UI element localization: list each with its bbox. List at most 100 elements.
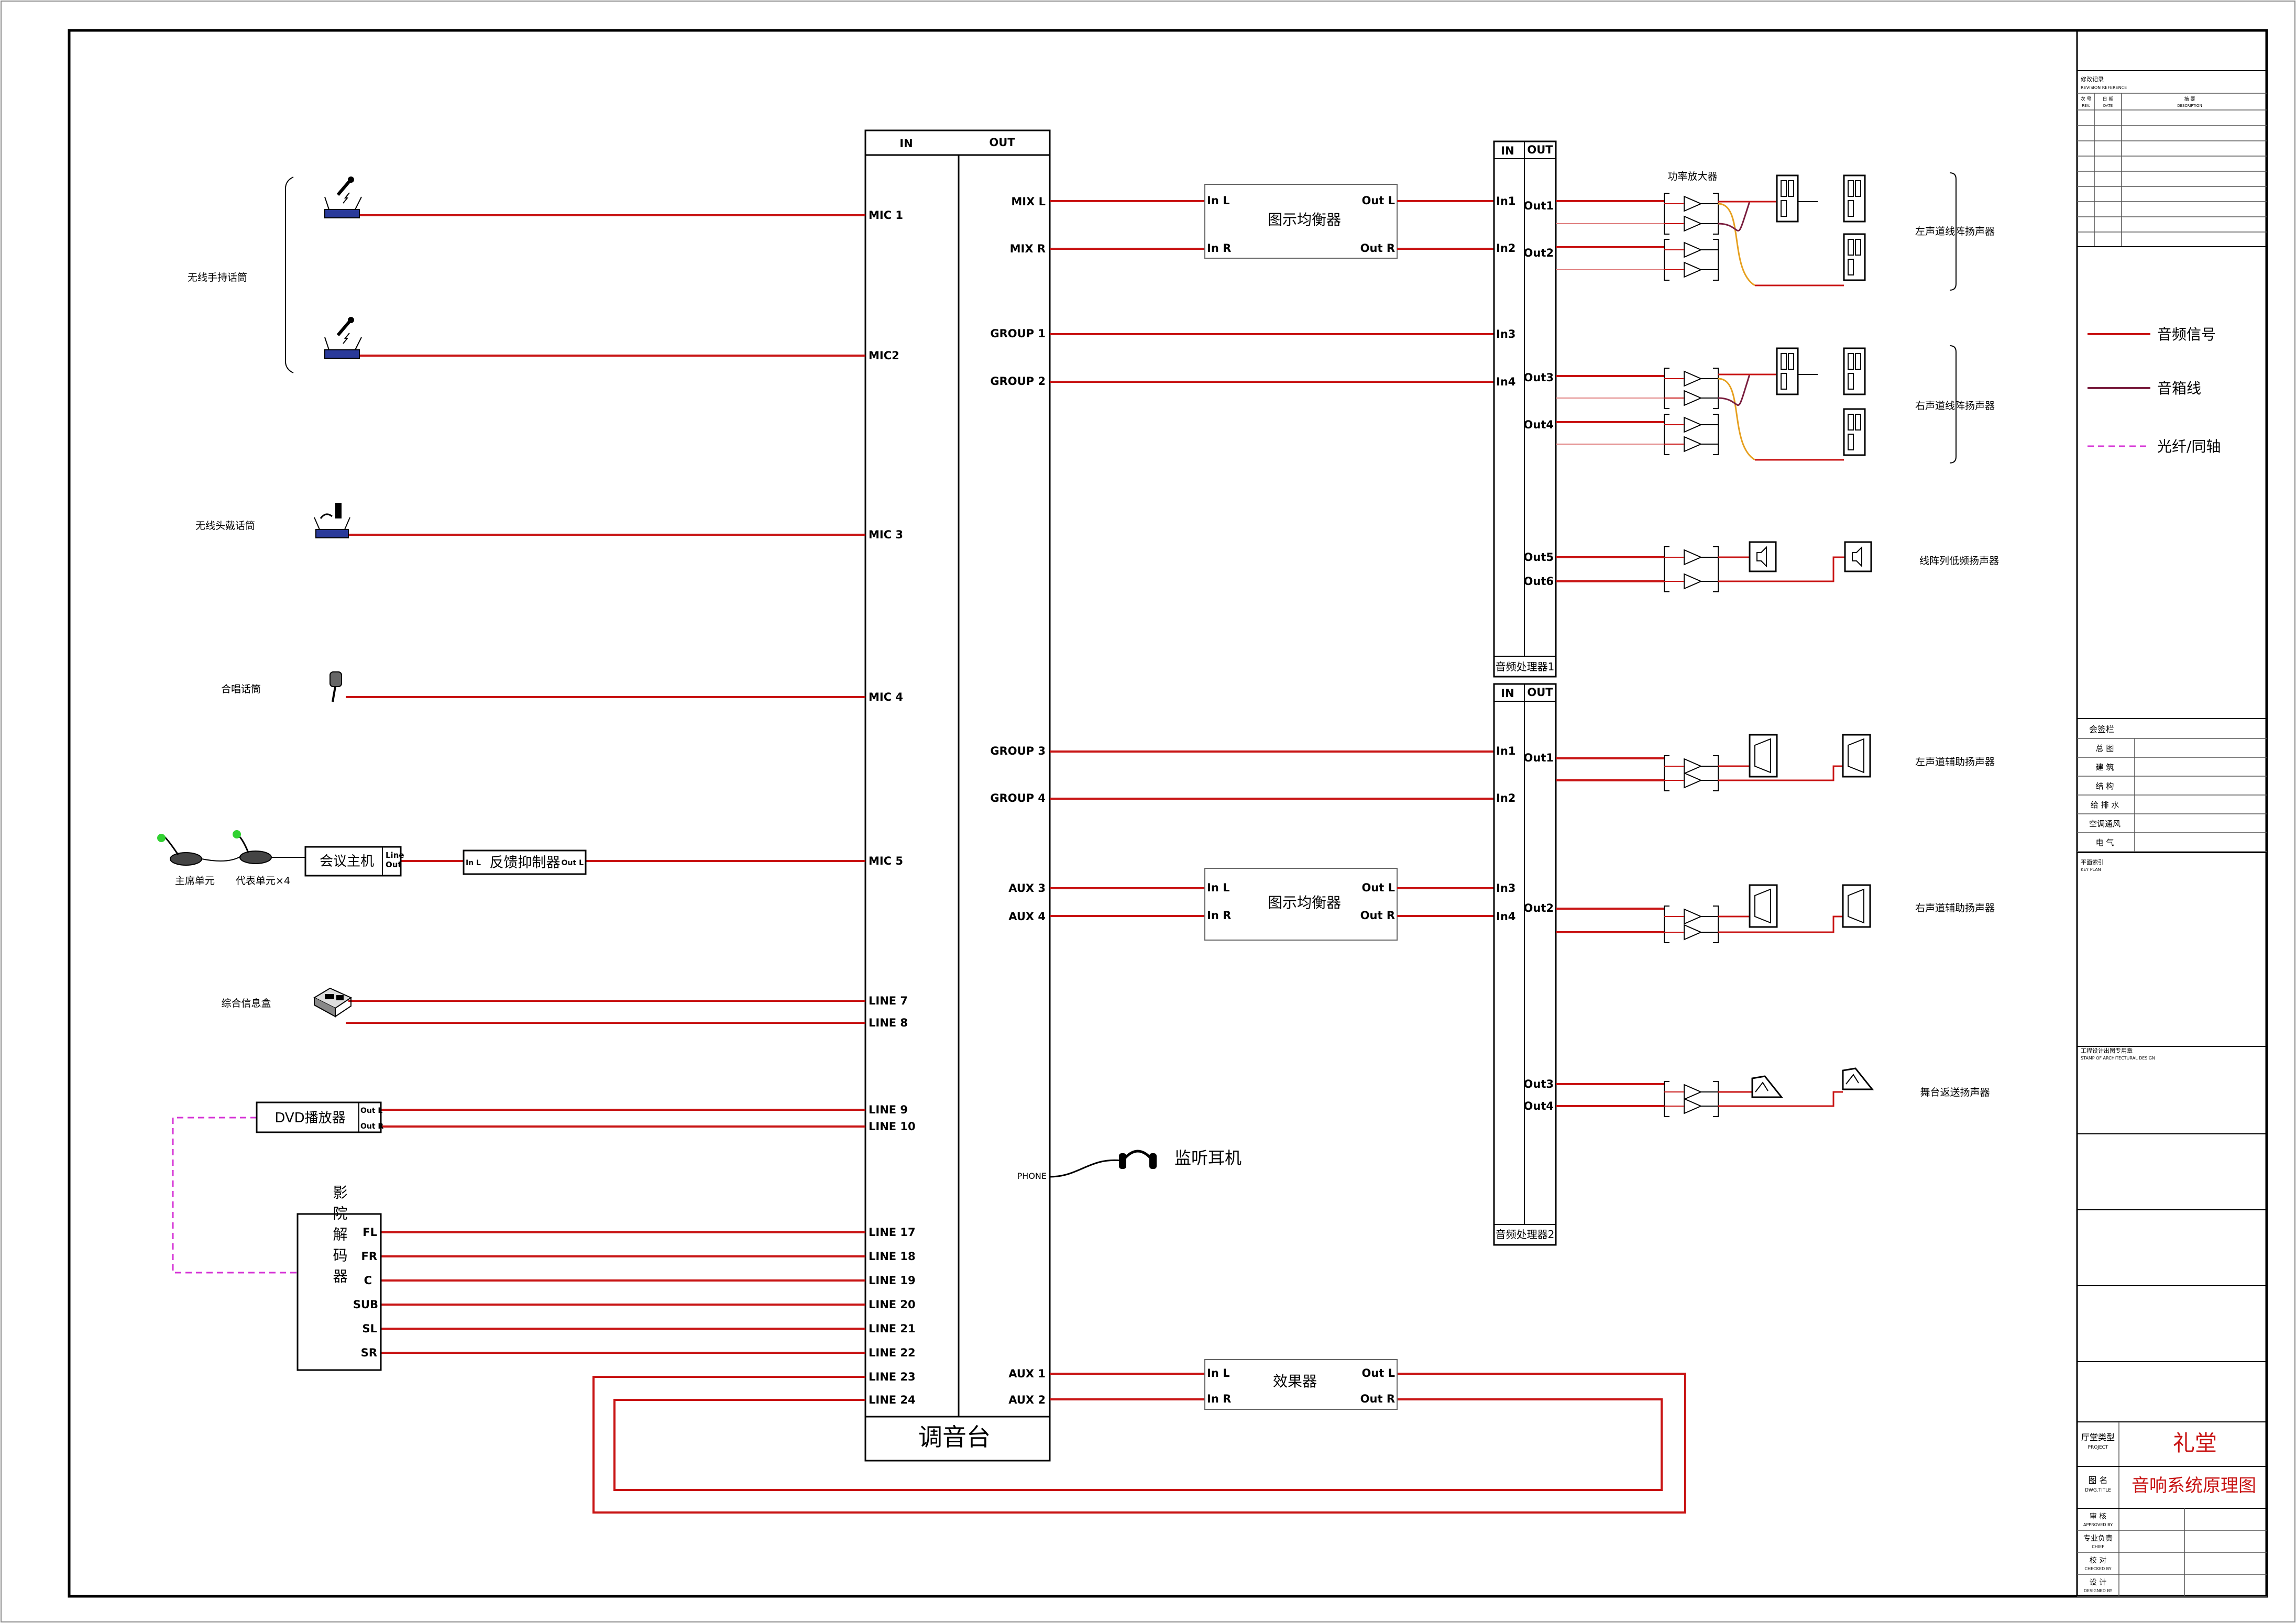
- project-label: 厅堂类型: [2081, 1432, 2115, 1442]
- rev-col3: 摘 要: [2184, 96, 2195, 102]
- speaker-cable: [1718, 201, 1751, 232]
- effects-out-l: Out L: [1361, 1367, 1395, 1379]
- sign-row-label: 总 图: [2096, 744, 2114, 753]
- mixer-input-line10: LINE 10: [869, 1120, 916, 1133]
- effects-unit: 效果器 In L In R Out L Out R: [1050, 1359, 1398, 1410]
- legend-audio: 音频信号: [2157, 326, 2216, 343]
- monitor-wedge-icon: [1751, 1075, 1784, 1098]
- amplifier-icon: [1664, 755, 1719, 791]
- speaker-cable: [1718, 203, 1755, 286]
- headphone-group: PHONE 监听耳机: [1017, 1148, 1242, 1181]
- effects-in-r: In R: [1207, 1393, 1231, 1405]
- phone-label: PHONE: [1017, 1171, 1047, 1181]
- drawing-label: 图 名: [2088, 1475, 2107, 1485]
- mixer-output-aux3: AUX 3: [1008, 882, 1046, 895]
- eq-1-in-r: In R: [1207, 242, 1231, 255]
- conference-host-box: [304, 846, 402, 877]
- processor-2-in1: In1: [1496, 745, 1515, 757]
- cinema-decoder-box: [296, 1213, 382, 1371]
- mixer-input-line22: LINE 22: [869, 1346, 916, 1359]
- rev-col2-en: DATE: [2103, 104, 2113, 108]
- processor-1-out-header: OUT: [1527, 143, 1553, 156]
- decoder-sub: SUB: [353, 1298, 378, 1311]
- mixer-output-mixr: MIX R: [1010, 242, 1046, 255]
- choir-mic-label: 合唱话筒: [221, 683, 261, 695]
- dvd-out-l: Out L: [360, 1107, 382, 1115]
- speaker-cable: [1718, 556, 1845, 582]
- left-array-label: 左声道线阵扬声器: [1915, 226, 1995, 237]
- processor-1-in2: In2: [1496, 242, 1515, 255]
- processor-1-in4: In4: [1496, 376, 1515, 388]
- approval-label-en: CHIEF: [2092, 1544, 2104, 1549]
- approval-label-en: DESIGNED BY: [2084, 1588, 2113, 1593]
- mixer-output-aux4: AUX 4: [1008, 910, 1046, 923]
- decoder-c: C: [364, 1274, 372, 1287]
- processor-2: IN OUT 音频处理器2 In1 In2 In3 In4 Out1 Out2 …: [1493, 683, 1557, 1246]
- processor-2-out3: Out3: [1524, 1078, 1554, 1090]
- sign-title: 会签栏: [2089, 724, 2114, 734]
- horn-speaker-icon: [1842, 734, 1871, 778]
- line-array-speaker-icon: [1776, 347, 1799, 395]
- line-array-speaker-icon: [1843, 174, 1866, 223]
- effects-out-r: Out R: [1360, 1393, 1395, 1405]
- conference-host-line: Line: [386, 851, 404, 860]
- drawing-en: DWG.TITLE: [2085, 1488, 2111, 1493]
- processor-2-in4: In4: [1496, 910, 1515, 923]
- eq-1: 图示均衡器 In L In R Out L Out R: [1050, 184, 1494, 259]
- horn-speaker-icon: [1749, 884, 1778, 928]
- drawing-name: 音响系统原理图: [2132, 1475, 2256, 1496]
- dvd-player-label: DVD播放器: [274, 1110, 345, 1126]
- sign-row-label: 电 气: [2096, 838, 2114, 847]
- monitor-wedge-icon: [1842, 1067, 1874, 1090]
- mixer-title: 调音台: [918, 1423, 991, 1451]
- legend-speaker: 音箱线: [2157, 380, 2201, 397]
- mixer-input-line8: LINE 8: [869, 1017, 908, 1029]
- eq-2-in-r: In R: [1207, 909, 1231, 922]
- wireless-handheld-label: 无线手持话筒: [188, 272, 247, 283]
- feedback-suppressor-label: 反馈抑制器: [490, 855, 561, 871]
- feedback-suppressor-in: In L: [466, 859, 481, 867]
- amplifier-icon: [1664, 193, 1719, 235]
- processor-2-out4: Out4: [1524, 1100, 1554, 1112]
- group-lines: [1050, 333, 1494, 800]
- left-aux-label: 左声道辅助扬声器: [1915, 756, 1995, 768]
- decoder-sl: SL: [362, 1322, 377, 1335]
- speaker-cable: [1718, 915, 1843, 933]
- processor-2-name: 音频处理器2: [1496, 1228, 1555, 1241]
- processor-2-in-header: IN: [1501, 687, 1514, 700]
- mixer-input-line21: LINE 21: [869, 1322, 916, 1335]
- info-box-label: 综合信息盒: [221, 998, 271, 1009]
- rev-col1-en: REV.: [2082, 104, 2090, 108]
- headphone-icon: [1119, 1150, 1157, 1169]
- line-array-speaker-icon: [1843, 408, 1866, 456]
- effects-title: 效果器: [1273, 1373, 1317, 1390]
- amp-label: 功率放大器: [1667, 171, 1717, 182]
- speaker-cable: [1718, 378, 1755, 461]
- sign-row-label: 空调通风: [2089, 819, 2121, 829]
- processor-1-out5: Out5: [1524, 551, 1554, 564]
- mixer-output-aux2: AUX 2: [1008, 1394, 1046, 1406]
- approval-label-en: APPROVED BY: [2083, 1522, 2113, 1527]
- chairman-unit-label: 主席单元: [175, 875, 215, 887]
- line-array-speaker-icon: [1843, 233, 1866, 281]
- mixer-in-header: IN: [899, 137, 913, 150]
- feedback-suppressor-out: Out L: [562, 859, 584, 867]
- eq-2-title: 图示均衡器: [1268, 894, 1341, 911]
- approval-label: 专业负责: [2083, 1534, 2113, 1543]
- amplifier-icon: [1664, 368, 1719, 409]
- effects-in-l: In L: [1207, 1367, 1229, 1379]
- processor-1-out2: Out2: [1524, 247, 1554, 259]
- mixer-input-line24: LINE 24: [869, 1394, 916, 1406]
- key-plan-label: 平面索引: [2081, 858, 2104, 866]
- revision-title-en: REVISION REFERENCE: [2081, 85, 2127, 90]
- line-array-speaker-icon: [1776, 174, 1799, 223]
- mixer-input-mic4: MIC 4: [869, 691, 903, 703]
- mixer-output-aux1: AUX 1: [1008, 1367, 1046, 1380]
- processor-1-name: 音频处理器1: [1496, 660, 1555, 673]
- right-aux-label: 右声道辅助扬声器: [1915, 902, 1995, 914]
- rev-col3-en: DESCRIPTION: [2177, 104, 2202, 108]
- drawing-frame: [68, 29, 2268, 1598]
- eq-1-out-l: Out L: [1361, 194, 1395, 207]
- decoder-sr: SR: [361, 1346, 377, 1359]
- dvd-player-group: DVD播放器 Out L Out R: [256, 1101, 383, 1133]
